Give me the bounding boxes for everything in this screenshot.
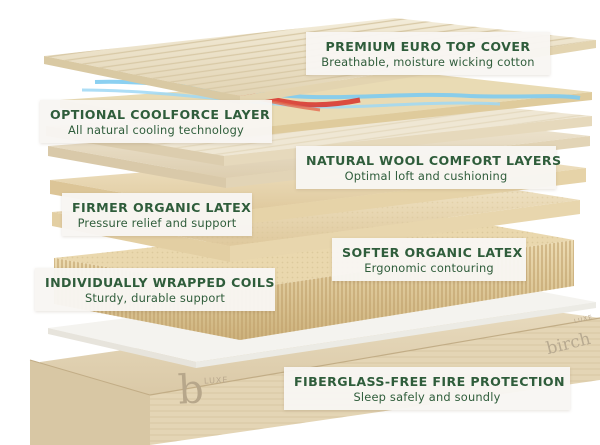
brand-logo-tag: LUXE	[203, 375, 229, 386]
callout-title: FIBERGLASS-FREE FIRE PROTECTION	[294, 374, 565, 389]
callout-wool-comfort-layers: NATURAL WOOL COMFORT LAYERS Optimal loft…	[296, 146, 562, 189]
callout-subtitle: Pressure relief and support	[77, 216, 237, 230]
callout-subtitle: Optimal loft and cushioning	[344, 169, 508, 183]
callout-subtitle: Sleep safely and soundly	[353, 390, 501, 404]
callout-title: SOFTER ORGANIC LATEX	[342, 245, 523, 260]
callout-subtitle: Ergonomic contouring	[364, 261, 494, 275]
callout-firmer-latex: FIRMER ORGANIC LATEX Pressure relief and…	[62, 193, 252, 236]
brand-logo-letter: b	[176, 366, 205, 414]
callout-fire-protection: FIBERGLASS-FREE FIRE PROTECTION Sleep sa…	[284, 367, 570, 410]
callout-title: NATURAL WOOL COMFORT LAYERS	[306, 153, 562, 168]
callout-title: INDIVIDUALLY WRAPPED COILS	[45, 275, 275, 290]
callout-softer-latex: SOFTER ORGANIC LATEX Ergonomic contourin…	[332, 238, 526, 281]
callout-coolforce-layer: OPTIONAL COOLFORCE LAYER All natural coo…	[40, 100, 272, 143]
callout-title: OPTIONAL COOLFORCE LAYER	[50, 107, 271, 122]
callout-wrapped-coils: INDIVIDUALLY WRAPPED COILS Sturdy, durab…	[35, 268, 275, 311]
callout-subtitle: All natural cooling technology	[68, 123, 244, 137]
callout-subtitle: Sturdy, durable support	[84, 291, 226, 305]
callout-title: PREMIUM EURO TOP COVER	[325, 39, 531, 54]
callout-title: FIRMER ORGANIC LATEX	[72, 200, 252, 215]
callout-euro-top-cover: PREMIUM EURO TOP COVER Breathable, moist…	[306, 32, 550, 75]
callout-subtitle: Breathable, moisture wicking cotton	[321, 55, 535, 69]
